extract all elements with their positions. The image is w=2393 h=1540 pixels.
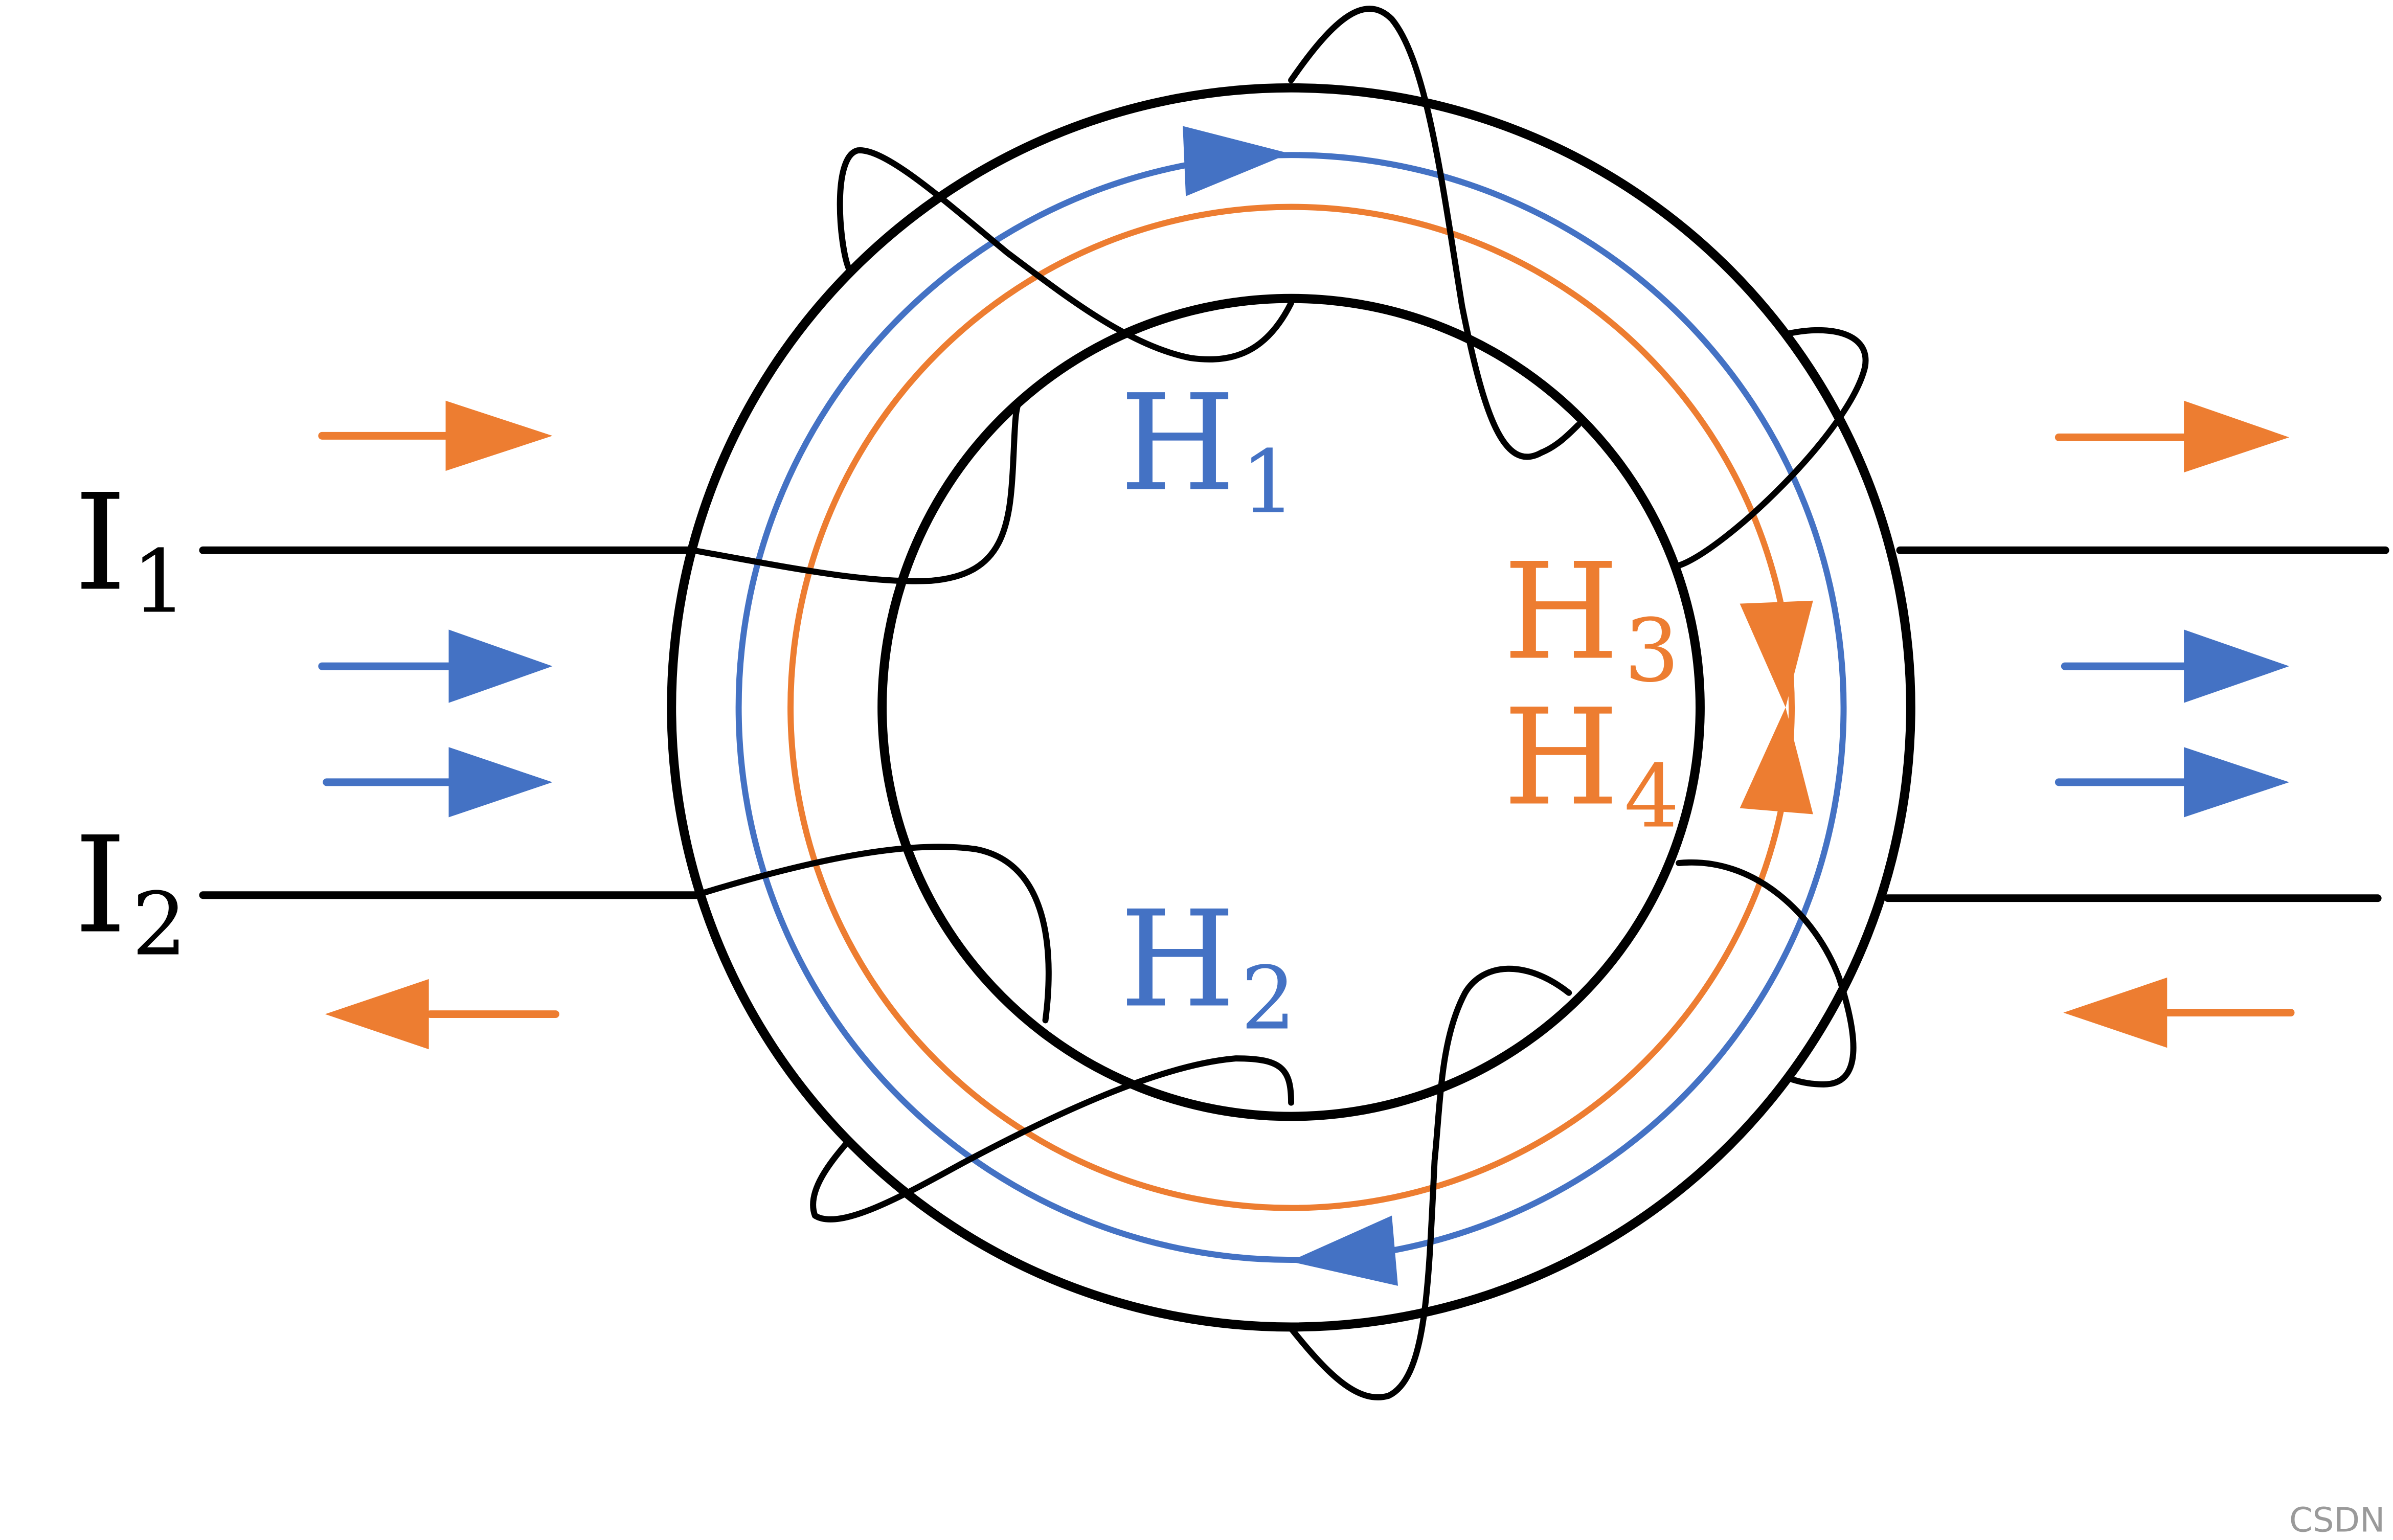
winding-top-left [837, 147, 1295, 363]
right-arrow-orange-left-head [2063, 977, 2168, 1048]
label-h1: H1 [1120, 367, 1296, 533]
winding-left-i2 [693, 844, 1052, 1024]
label-h4-sub: 4 [1624, 746, 1679, 848]
winding-bottom-left [810, 1055, 1295, 1222]
label-h3-main: H [1503, 535, 1619, 690]
label-i1: I1 [74, 466, 187, 633]
label-i2-sub: 2 [132, 874, 187, 975]
right-field-arrows [2055, 400, 2295, 1048]
label-h1-sub: 1 [1240, 432, 1296, 533]
winding-bottom-right [1676, 859, 1857, 1088]
label-h2: H2 [1120, 882, 1296, 1049]
inner-core-ring [877, 293, 1705, 1121]
label-h3: H3 [1503, 535, 1680, 702]
h4-loop-arrowhead [1740, 707, 1813, 814]
left-arrow-blue-right-1-head [448, 629, 553, 703]
label-h2-sub: 2 [1240, 948, 1296, 1049]
h3-loop-arrowhead [1740, 600, 1813, 708]
winding-top [1288, 6, 1582, 460]
label-i2-main: I [74, 808, 127, 963]
label-h3-sub: 3 [1624, 601, 1679, 702]
label-h2-main: H [1120, 882, 1236, 1037]
label-h4: H4 [1503, 681, 1680, 848]
label-i2: I2 [74, 808, 187, 975]
winding-bottom [1288, 965, 1572, 1400]
left-field-arrows [318, 400, 559, 1050]
label-h4-main: H [1503, 681, 1619, 835]
left-arrow-orange-right-head [445, 400, 553, 471]
label-h1-main: H [1120, 367, 1236, 521]
label-i1-main: I [74, 466, 127, 621]
windings [690, 6, 1869, 1400]
current-leads [199, 546, 2389, 902]
watermark: CSDN @无权限 [2289, 1501, 2393, 1539]
right-arrow-blue-right-1-head [2184, 629, 2290, 703]
outer-core-ring [667, 83, 1915, 1332]
toroid-core [667, 83, 1915, 1332]
label-i1-sub: 1 [132, 532, 187, 633]
winding-left-i1 [690, 397, 1023, 584]
winding-top-right [1676, 327, 1869, 569]
field-loop-blue [735, 152, 1847, 1263]
right-arrow-blue-right-2-head [2184, 747, 2290, 818]
left-arrow-orange-left-head [325, 979, 429, 1050]
field-loop-orange [787, 203, 1795, 1211]
right-arrow-orange-right-head [2184, 400, 2290, 472]
left-arrow-blue-right-2-head [448, 747, 553, 818]
h1-loop-arrowhead [1183, 126, 1290, 196]
h2-loop-arrowhead [1290, 1215, 1398, 1286]
